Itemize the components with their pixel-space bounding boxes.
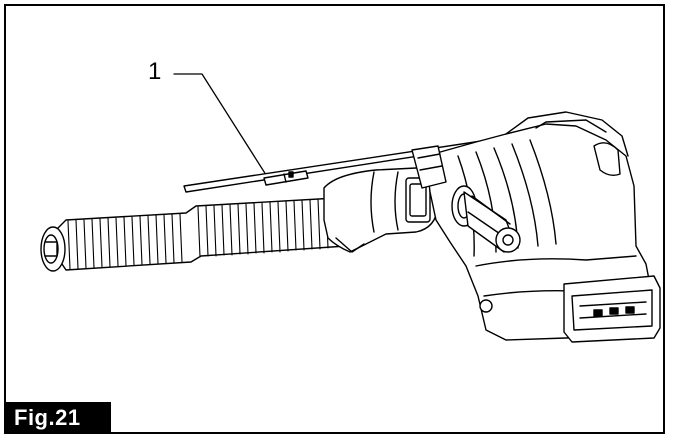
figure-label: Fig.21	[6, 402, 111, 432]
bellows-hose	[40, 197, 347, 272]
bellows-ridges	[67, 198, 329, 270]
figure-frame: 1 Fig.21	[4, 4, 665, 434]
rod-bracket	[411, 145, 447, 189]
rotary-hammer-drawing	[40, 73, 661, 343]
callout-leader-line	[173, 73, 269, 179]
battery-pack	[563, 275, 661, 343]
dust-extractor-nozzle	[323, 167, 439, 253]
callout-number-1: 1	[148, 58, 162, 85]
side-grip-handle	[451, 185, 521, 253]
